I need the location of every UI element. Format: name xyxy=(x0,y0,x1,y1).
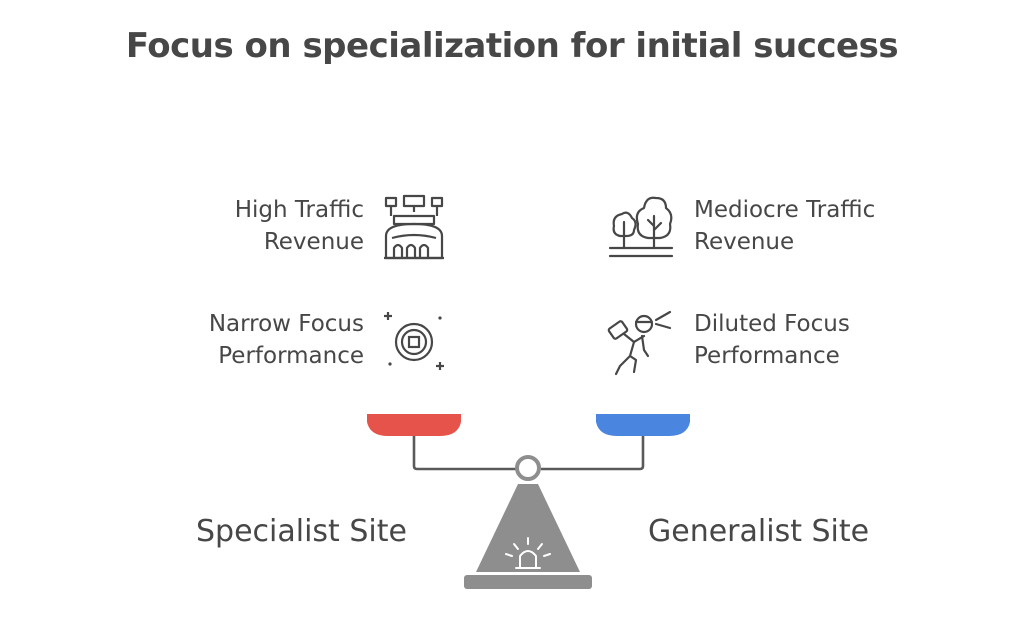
generalist-pan xyxy=(596,414,690,436)
narrow-focus-line: Narrow Focus xyxy=(208,311,364,337)
mediocre-traffic-revenue-label: Mediocre Traffic Revenue xyxy=(694,194,875,258)
lost-person-icon xyxy=(607,310,672,376)
high-traffic-revenue-label: High Traffic Revenue xyxy=(235,194,364,258)
scale-pivot xyxy=(515,455,541,481)
specialist-site-label: Specialist Site xyxy=(196,514,407,549)
scale-stand xyxy=(476,484,580,572)
scale-base xyxy=(464,575,592,589)
diluted-focus-line: Diluted Focus xyxy=(694,311,850,337)
generalist-site-label: Generalist Site xyxy=(648,514,870,549)
page-title: Focus on specialization for initial succ… xyxy=(125,26,899,66)
scale-beam xyxy=(412,436,645,471)
diluted-focus-performance-label: Diluted Focus Performance xyxy=(694,308,850,372)
trees-icon xyxy=(608,196,674,258)
revenue-line-right: Revenue xyxy=(694,229,795,255)
performance-line-right: Performance xyxy=(694,343,840,369)
stadium-icon xyxy=(384,194,444,260)
performance-line-left: Performance xyxy=(218,343,364,369)
mediocre-traffic-line: Mediocre Traffic xyxy=(694,197,876,223)
target-icon xyxy=(384,312,444,370)
high-traffic-line: High Traffic xyxy=(234,197,364,223)
specialist-pan xyxy=(367,414,461,436)
narrow-focus-performance-label: Narrow Focus Performance xyxy=(209,308,364,372)
bell-icon xyxy=(505,537,551,569)
revenue-line-left: Revenue xyxy=(263,229,364,255)
